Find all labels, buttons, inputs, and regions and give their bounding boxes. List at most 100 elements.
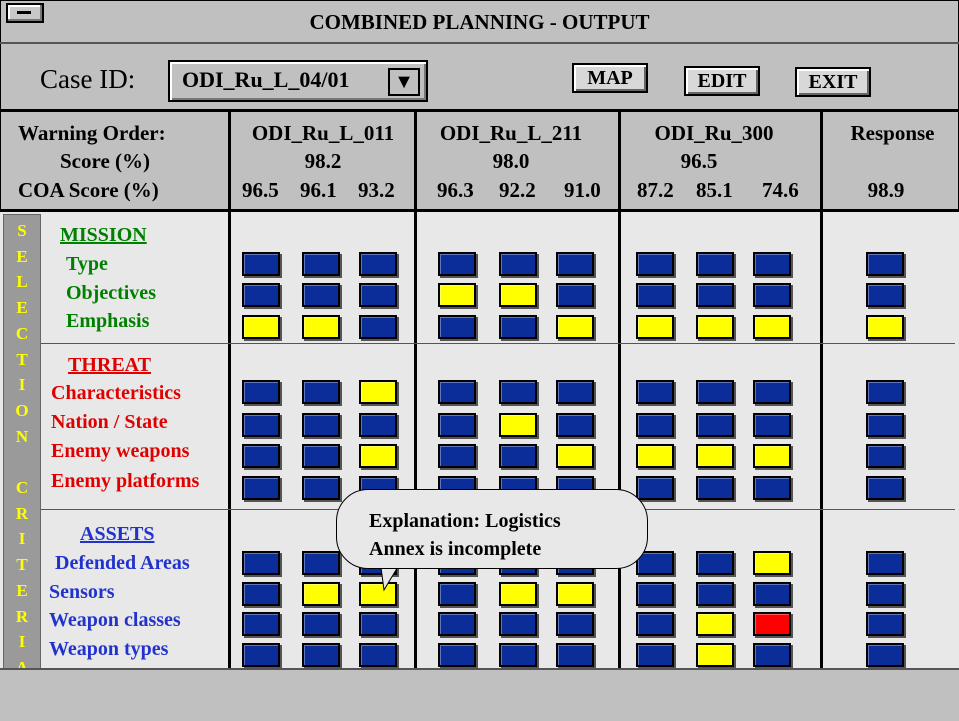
status-indicator[interactable] xyxy=(866,444,904,468)
status-indicator[interactable] xyxy=(359,643,397,667)
status-indicator[interactable] xyxy=(242,315,280,339)
status-indicator[interactable] xyxy=(866,612,904,636)
status-indicator[interactable] xyxy=(302,380,340,404)
status-indicator[interactable] xyxy=(499,444,537,468)
status-indicator[interactable] xyxy=(359,283,397,307)
status-indicator[interactable] xyxy=(556,612,594,636)
status-indicator[interactable] xyxy=(866,315,904,339)
status-indicator[interactable] xyxy=(696,444,734,468)
status-indicator[interactable] xyxy=(866,252,904,276)
status-indicator[interactable] xyxy=(636,551,674,575)
status-indicator[interactable] xyxy=(866,551,904,575)
status-indicator[interactable] xyxy=(359,315,397,339)
status-indicator[interactable] xyxy=(302,476,340,500)
status-indicator[interactable] xyxy=(438,643,476,667)
status-indicator[interactable] xyxy=(753,283,791,307)
status-indicator[interactable] xyxy=(302,551,340,575)
status-indicator[interactable] xyxy=(242,283,280,307)
status-indicator[interactable] xyxy=(302,283,340,307)
status-indicator[interactable] xyxy=(753,551,791,575)
status-indicator[interactable] xyxy=(696,612,734,636)
status-indicator[interactable] xyxy=(753,643,791,667)
status-indicator[interactable] xyxy=(866,283,904,307)
status-indicator[interactable] xyxy=(242,582,280,606)
status-indicator[interactable] xyxy=(556,444,594,468)
status-indicator[interactable] xyxy=(753,444,791,468)
status-indicator[interactable] xyxy=(753,612,791,636)
status-indicator[interactable] xyxy=(359,413,397,437)
status-indicator[interactable] xyxy=(636,476,674,500)
status-indicator[interactable] xyxy=(359,380,397,404)
system-menu-button[interactable] xyxy=(6,3,44,23)
status-indicator[interactable] xyxy=(359,582,397,606)
status-indicator[interactable] xyxy=(556,315,594,339)
status-indicator[interactable] xyxy=(359,612,397,636)
dropdown-arrow-icon[interactable]: ▼ xyxy=(388,68,420,96)
status-indicator[interactable] xyxy=(302,643,340,667)
status-indicator[interactable] xyxy=(499,582,537,606)
status-indicator[interactable] xyxy=(499,612,537,636)
status-indicator[interactable] xyxy=(866,643,904,667)
status-indicator[interactable] xyxy=(302,444,340,468)
status-indicator[interactable] xyxy=(556,380,594,404)
status-indicator[interactable] xyxy=(438,444,476,468)
status-indicator[interactable] xyxy=(753,476,791,500)
status-indicator[interactable] xyxy=(302,582,340,606)
status-indicator[interactable] xyxy=(242,612,280,636)
status-indicator[interactable] xyxy=(636,444,674,468)
status-indicator[interactable] xyxy=(696,252,734,276)
status-indicator[interactable] xyxy=(753,380,791,404)
status-indicator[interactable] xyxy=(696,582,734,606)
status-indicator[interactable] xyxy=(636,252,674,276)
status-indicator[interactable] xyxy=(556,643,594,667)
status-indicator[interactable] xyxy=(636,380,674,404)
status-indicator[interactable] xyxy=(438,315,476,339)
status-indicator[interactable] xyxy=(438,380,476,404)
status-indicator[interactable] xyxy=(696,315,734,339)
status-indicator[interactable] xyxy=(242,551,280,575)
status-indicator[interactable] xyxy=(696,476,734,500)
status-indicator[interactable] xyxy=(696,413,734,437)
status-indicator[interactable] xyxy=(438,283,476,307)
status-indicator[interactable] xyxy=(636,582,674,606)
status-indicator[interactable] xyxy=(866,413,904,437)
status-indicator[interactable] xyxy=(302,612,340,636)
status-indicator[interactable] xyxy=(242,413,280,437)
status-indicator[interactable] xyxy=(696,551,734,575)
status-indicator[interactable] xyxy=(636,413,674,437)
status-indicator[interactable] xyxy=(242,252,280,276)
status-indicator[interactable] xyxy=(499,413,537,437)
status-indicator[interactable] xyxy=(499,252,537,276)
status-indicator[interactable] xyxy=(753,315,791,339)
status-indicator[interactable] xyxy=(696,643,734,667)
status-indicator[interactable] xyxy=(696,380,734,404)
status-indicator[interactable] xyxy=(636,283,674,307)
status-indicator[interactable] xyxy=(556,582,594,606)
status-indicator[interactable] xyxy=(499,315,537,339)
status-indicator[interactable] xyxy=(359,252,397,276)
status-indicator[interactable] xyxy=(499,283,537,307)
status-indicator[interactable] xyxy=(753,582,791,606)
edit-button[interactable]: EDIT xyxy=(684,66,760,96)
status-indicator[interactable] xyxy=(242,643,280,667)
status-indicator[interactable] xyxy=(866,380,904,404)
status-indicator[interactable] xyxy=(242,380,280,404)
status-indicator[interactable] xyxy=(302,413,340,437)
map-button[interactable]: MAP xyxy=(572,63,648,93)
status-indicator[interactable] xyxy=(556,283,594,307)
status-indicator[interactable] xyxy=(866,582,904,606)
status-indicator[interactable] xyxy=(359,444,397,468)
status-indicator[interactable] xyxy=(556,252,594,276)
status-indicator[interactable] xyxy=(753,413,791,437)
status-indicator[interactable] xyxy=(636,315,674,339)
status-indicator[interactable] xyxy=(636,612,674,636)
status-indicator[interactable] xyxy=(696,283,734,307)
status-indicator[interactable] xyxy=(866,476,904,500)
status-indicator[interactable] xyxy=(302,315,340,339)
status-indicator[interactable] xyxy=(438,252,476,276)
status-indicator[interactable] xyxy=(438,413,476,437)
status-indicator[interactable] xyxy=(556,413,594,437)
status-indicator[interactable] xyxy=(302,252,340,276)
exit-button[interactable]: EXIT xyxy=(795,67,871,97)
status-indicator[interactable] xyxy=(636,643,674,667)
